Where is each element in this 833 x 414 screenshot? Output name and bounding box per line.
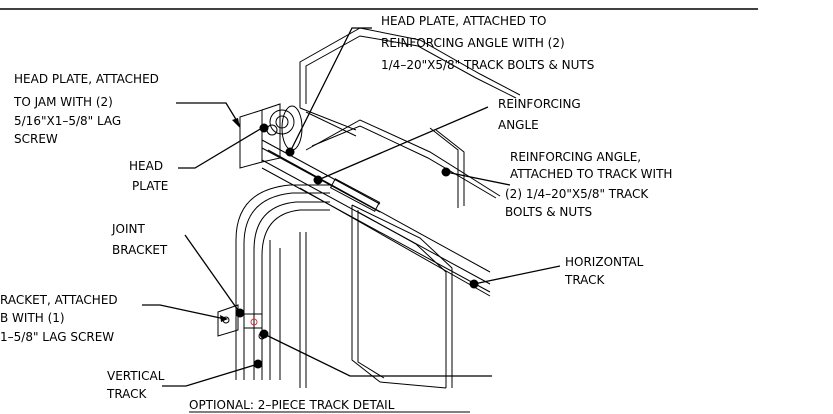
label-reinforcing-angle-track: REINFORCING ANGLE, ATTACHED TO TRACK WIT… <box>505 150 676 219</box>
label-horizontal-track: HORIZONTAL TRACK <box>564 255 647 287</box>
label-reinforcing-angle: REINFORCING ANGLE <box>498 97 585 132</box>
leader-joint-bracket <box>184 234 241 314</box>
label-joint-bracket-jamb-lag: RACKET, ATTACHED B WITH (1) 1–5/8" LAG S… <box>0 293 121 344</box>
leader-head-plate <box>178 127 263 169</box>
label-vertical-track: VERTICAL TRACK <box>106 369 168 401</box>
leader-joint-bracket-jamb-lag <box>142 304 226 320</box>
vertical-track-drawing <box>235 184 330 380</box>
leader-reinforcing-angle-track <box>445 171 511 186</box>
leader-head-plate-reinforcing <box>289 27 372 153</box>
leader-reinforcing-angle <box>317 106 489 181</box>
detail-title: OPTIONAL: 2–PIECE TRACK DETAIL <box>189 398 395 412</box>
leader-horizontal-track <box>473 265 561 285</box>
label-head-plate-reinforcing: HEAD PLATE, ATTACHED TO REINFORCING ANGL… <box>381 14 594 72</box>
door-section-drawing <box>299 27 521 389</box>
leader-joint-bracket-bolts <box>263 333 492 377</box>
label-joint-bracket: JOINT BRACKET <box>111 222 168 257</box>
leader-arrow-head-plate-jam <box>232 118 240 128</box>
joint-bracket-bolt-icon <box>250 318 258 326</box>
leader-dots <box>235 123 479 369</box>
horizontal-track-drawing <box>261 139 491 297</box>
leader-head-plate-jam <box>176 102 241 127</box>
leader-arrow-lag-screw <box>220 315 228 322</box>
leader-lines <box>142 27 561 387</box>
label-head-plate-jam: HEAD PLATE, ATTACHED TO JAM WITH (2) 5/1… <box>13 72 163 146</box>
leader-vertical-track <box>162 363 259 387</box>
label-head-plate: HEAD PLATE <box>129 159 168 193</box>
